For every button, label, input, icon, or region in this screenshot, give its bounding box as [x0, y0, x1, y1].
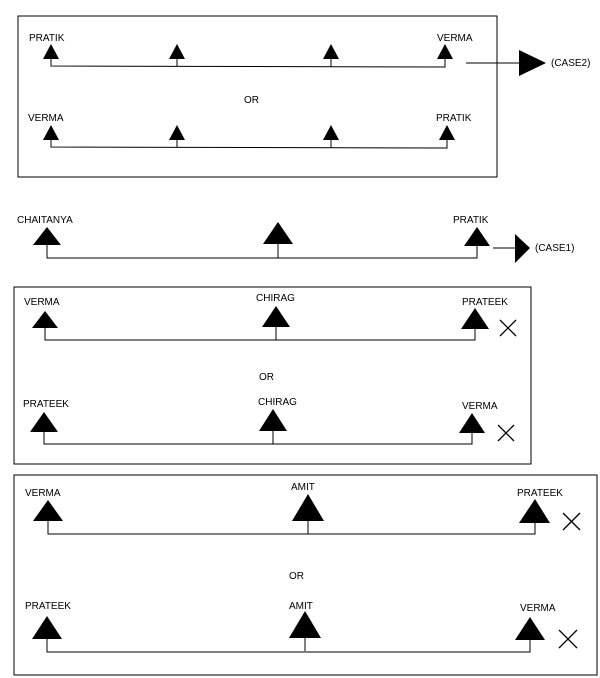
seat-marker: [169, 44, 185, 59]
seat-marker: [43, 44, 59, 59]
name-label: VERMA: [24, 297, 60, 308]
seat-marker: [33, 500, 63, 521]
name-label: PRATIK: [436, 113, 472, 124]
case1-row: CHAITANYA PRATIK: [17, 215, 490, 259]
or-label: OR: [244, 95, 259, 106]
seat-marker: [32, 616, 62, 639]
seat-marker: [169, 125, 185, 140]
row-line: [46, 638, 531, 653]
seat-marker: [33, 227, 61, 245]
case2-label: (CASE2): [551, 58, 590, 69]
name-label: PRATEEK: [25, 601, 71, 612]
seat-marker: [439, 125, 455, 140]
name-label: PRATEEK: [23, 399, 69, 410]
or-label: OR: [289, 571, 304, 582]
name-label: VERMA: [462, 401, 498, 412]
name-label: CHIRAG: [258, 397, 297, 408]
name-label: VERMA: [520, 603, 556, 614]
row-line: [43, 431, 473, 445]
chirag-box: [13, 286, 532, 465]
name-label: PRATIK: [29, 33, 65, 44]
chirag-row-2: PRATEEK CHIRAG VERMA: [23, 397, 498, 445]
name-label: VERMA: [437, 33, 473, 44]
seat-marker: [437, 44, 453, 59]
row-line: [47, 520, 536, 535]
cross-icon: [562, 512, 581, 531]
seat-marker: [289, 611, 321, 638]
amit-box: [13, 474, 598, 676]
seat-marker: [323, 125, 339, 140]
name-label: AMIT: [291, 482, 315, 493]
row-line: [50, 140, 448, 149]
cross-icon: [558, 629, 578, 649]
seat-marker: [292, 494, 324, 521]
case2-row-1: PRATIK VERMA: [29, 33, 473, 68]
case1-label: (CASE1): [535, 243, 574, 254]
case2-row-2: VERMA PRATIK: [28, 113, 472, 149]
seat-marker: [30, 412, 58, 432]
amit-row-1: VERMA AMIT PRATEEK: [25, 482, 563, 535]
name-label: CHAITANYA: [17, 215, 73, 226]
seat-marker: [263, 222, 293, 244]
amit-row-2: PRATEEK AMIT VERMA: [25, 601, 556, 653]
cross-icon: [497, 424, 515, 442]
seat-marker: [515, 617, 545, 640]
case1-arrow-icon: [493, 234, 530, 263]
seat-marker: [464, 227, 490, 246]
name-label: PRATEEK: [462, 297, 508, 308]
name-label: VERMA: [25, 488, 61, 499]
name-label: PRATEEK: [517, 488, 563, 499]
case2-arrow-icon: [466, 50, 546, 76]
or-label: OR: [259, 372, 274, 383]
chirag-row-1: VERMA CHIRAG PRATEEK: [24, 293, 508, 341]
row-line: [46, 244, 478, 259]
seat-marker: [519, 499, 550, 523]
name-label: AMIT: [289, 601, 313, 612]
seat-marker: [32, 311, 58, 328]
name-label: VERMA: [28, 113, 64, 124]
seat-marker: [459, 413, 485, 433]
seat-marker: [43, 125, 59, 140]
name-label: PRATIK: [453, 215, 489, 226]
row-line: [44, 327, 476, 341]
case2-box: [17, 15, 498, 178]
seat-marker: [323, 44, 339, 59]
seat-marker: [262, 306, 290, 327]
seat-marker: [259, 409, 287, 431]
name-label: CHIRAG: [256, 293, 295, 304]
row-line: [50, 59, 446, 68]
seat-marker: [461, 308, 489, 329]
cross-icon: [499, 319, 517, 337]
